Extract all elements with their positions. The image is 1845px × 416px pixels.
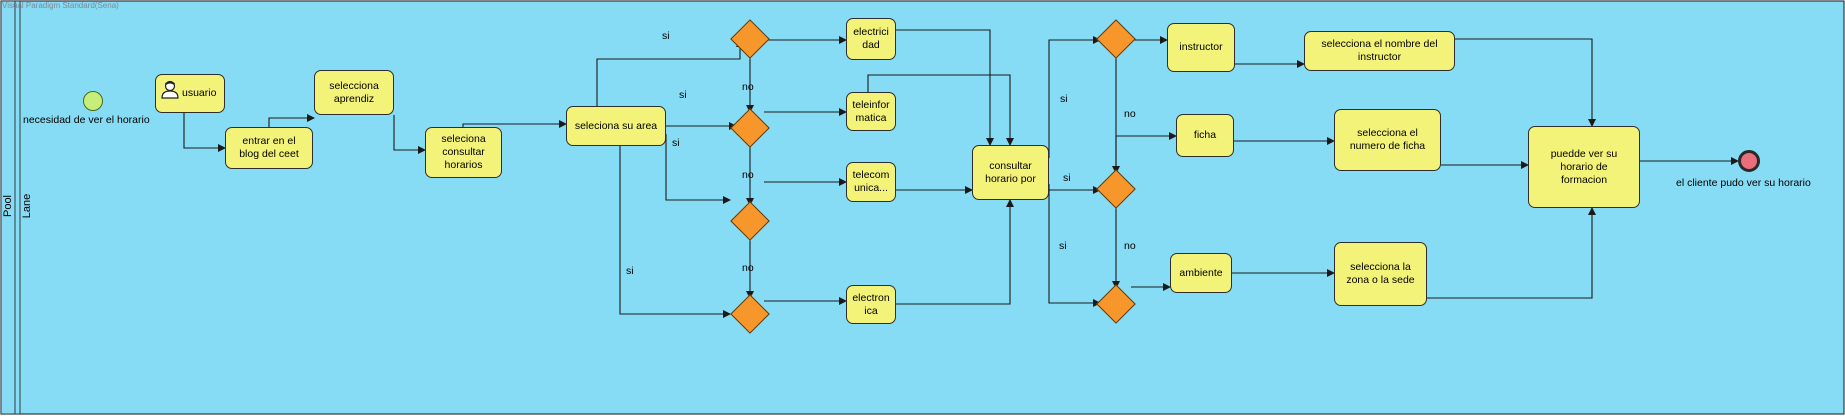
- task-label: ambiente: [1179, 266, 1223, 279]
- task-label: selecciona el numero de ficha: [1349, 127, 1426, 152]
- flow-label-no: no: [1124, 240, 1136, 252]
- task-label: usuario: [182, 87, 217, 99]
- task-telecomunicaciones[interactable]: telecom unica...: [846, 162, 896, 202]
- start-event[interactable]: [83, 91, 103, 111]
- task-label: ficha: [1193, 129, 1217, 141]
- sequence-flow: [1048, 36, 1101, 158]
- flow-label-no: no: [742, 81, 754, 93]
- task-consultar-horarios[interactable]: seleciona consultar horarios: [425, 127, 502, 178]
- task-selecciona-aprendiz[interactable]: selecciona aprendiz: [314, 70, 394, 115]
- end-event-label: el cliente pudo ver su horario: [1676, 177, 1811, 189]
- task-label: electron ica: [852, 291, 890, 317]
- task-electronica[interactable]: electron ica: [846, 285, 896, 324]
- task-zona-sede[interactable]: selecciona la zona o la sede: [1334, 242, 1427, 306]
- flow-label-si: si: [672, 137, 680, 149]
- sequence-flow: [393, 115, 426, 154]
- task-ambiente[interactable]: ambiente: [1170, 253, 1232, 293]
- task-label: consultar horario por: [985, 159, 1036, 185]
- task-label: seleciona su area: [574, 119, 658, 132]
- task-label: puedde ver su horario de formacion: [1550, 147, 1618, 186]
- lane-header: [14, 0, 21, 415]
- sequence-flow: [268, 114, 315, 127]
- pool-label: Pool: [2, 194, 14, 218]
- task-instructor[interactable]: instructor: [1167, 23, 1235, 72]
- task-electricidad[interactable]: electrici dad: [846, 18, 896, 60]
- start-event-label: necesidad de ver el horario: [23, 114, 150, 126]
- flow-label-si: si: [1060, 93, 1068, 105]
- sequence-flow: [1427, 207, 1596, 299]
- task-consultar-horario-por[interactable]: consultar horario por: [972, 145, 1049, 200]
- task-ver-horario[interactable]: puedde ver su horario de formacion: [1528, 126, 1640, 208]
- flow-label-si: si: [1063, 172, 1071, 184]
- task-teleinformatica[interactable]: teleinfor matica: [846, 92, 896, 131]
- user-icon: [161, 80, 179, 99]
- task-numero-ficha[interactable]: selecciona el numero de ficha: [1334, 109, 1441, 171]
- sequence-flow: [896, 29, 994, 146]
- flow-label-si: si: [662, 30, 670, 42]
- sequence-flow: [462, 120, 567, 128]
- task-label: teleinfor matica: [852, 98, 890, 124]
- flow-label-si: si: [1059, 240, 1067, 252]
- task-label: selecciona aprendiz: [329, 79, 379, 105]
- task-selecciona-area[interactable]: seleciona su area: [566, 106, 666, 146]
- sequence-flows: [183, 29, 1739, 318]
- sequence-flow: [867, 74, 1014, 146]
- task-usuario[interactable]: usuario: [155, 74, 225, 113]
- sequence-flow: [1455, 38, 1596, 127]
- task-label: telecom unica...: [852, 169, 890, 194]
- flow-label-si: si: [679, 89, 687, 101]
- flow-label-no: no: [742, 262, 754, 274]
- sequence-flow: [619, 146, 731, 318]
- task-label: electrici dad: [853, 26, 889, 51]
- sequence-flow: [183, 113, 226, 152]
- task-nombre-instructor[interactable]: selecciona el nombre del instructor: [1304, 31, 1455, 71]
- flow-label-no: no: [1124, 108, 1136, 120]
- task-label: seleciona consultar horarios: [441, 133, 486, 171]
- task-label: instructor: [1179, 41, 1223, 53]
- lane-label: Lane: [21, 193, 33, 219]
- sequence-flow: [1115, 132, 1177, 185]
- watermark: Visual Paradigm Standard(Sena): [2, 1, 119, 10]
- task-label: selecciona la zona o la sede: [1346, 261, 1415, 286]
- flow-label-si: si: [626, 265, 634, 277]
- sequence-flow: [1048, 184, 1101, 307]
- end-event[interactable]: [1738, 150, 1760, 172]
- task-label: selecciona el nombre del instructor: [1321, 38, 1438, 63]
- task-entrar-blog[interactable]: entrar en el blog del ceet: [225, 127, 313, 169]
- sequence-flow: [896, 199, 1014, 305]
- sequence-flow: [665, 134, 731, 204]
- flow-label-no: no: [742, 169, 754, 181]
- task-label: entrar en el blog del ceet: [239, 135, 299, 160]
- task-ficha[interactable]: ficha: [1176, 114, 1234, 157]
